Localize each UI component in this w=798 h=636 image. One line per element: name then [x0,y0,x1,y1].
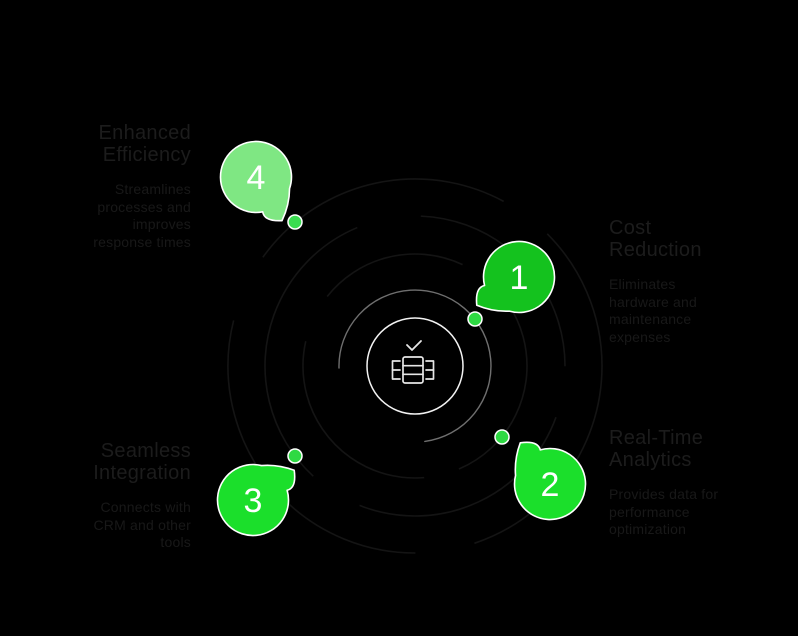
step-number-1: 1 [510,259,529,297]
item-title: Cost Reduction [609,217,702,261]
step-number-2: 2 [541,466,560,504]
label-enhanced-efficiency: Enhanced Efficiency Streamlines processe… [79,122,191,251]
automation-bot-icon [391,356,435,384]
label-seamless-integration: Seamless Integration Connects with CRM a… [79,440,191,552]
step-dot-4 [287,214,303,230]
orbit-ring-2 [302,253,528,479]
item-description: Eliminates hardware and maintenance expe… [609,276,698,345]
hub-circle [366,317,464,415]
step-dot-1 [467,311,483,327]
step-number-3: 3 [244,482,263,520]
item-description: Connects with CRM and other tools [93,499,191,551]
item-title: Seamless Integration [93,440,191,484]
step-dot-3 [287,448,303,464]
step-bubble-4 [219,140,293,222]
item-description: Streamlines processes and improves respo… [93,181,191,250]
step-number-4: 4 [247,159,266,197]
step-bubble-2 [513,441,587,521]
step-dot-2 [494,429,510,445]
checkmark-icon [406,340,422,351]
label-cost-reduction: Cost Reduction Eliminates hardware and m… [609,217,721,346]
step-bubble-1 [475,240,556,314]
label-real-time-analytics: Real-Time Analytics Provides data for pe… [609,427,721,539]
item-title: Real-Time Analytics [609,427,704,471]
orbit-ring-3 [264,215,566,517]
item-title: Enhanced Efficiency [98,122,191,166]
item-description: Provides data for performance optimizati… [609,486,719,538]
orbit-ring-1 [338,289,492,443]
step-bubble-3 [216,463,296,537]
